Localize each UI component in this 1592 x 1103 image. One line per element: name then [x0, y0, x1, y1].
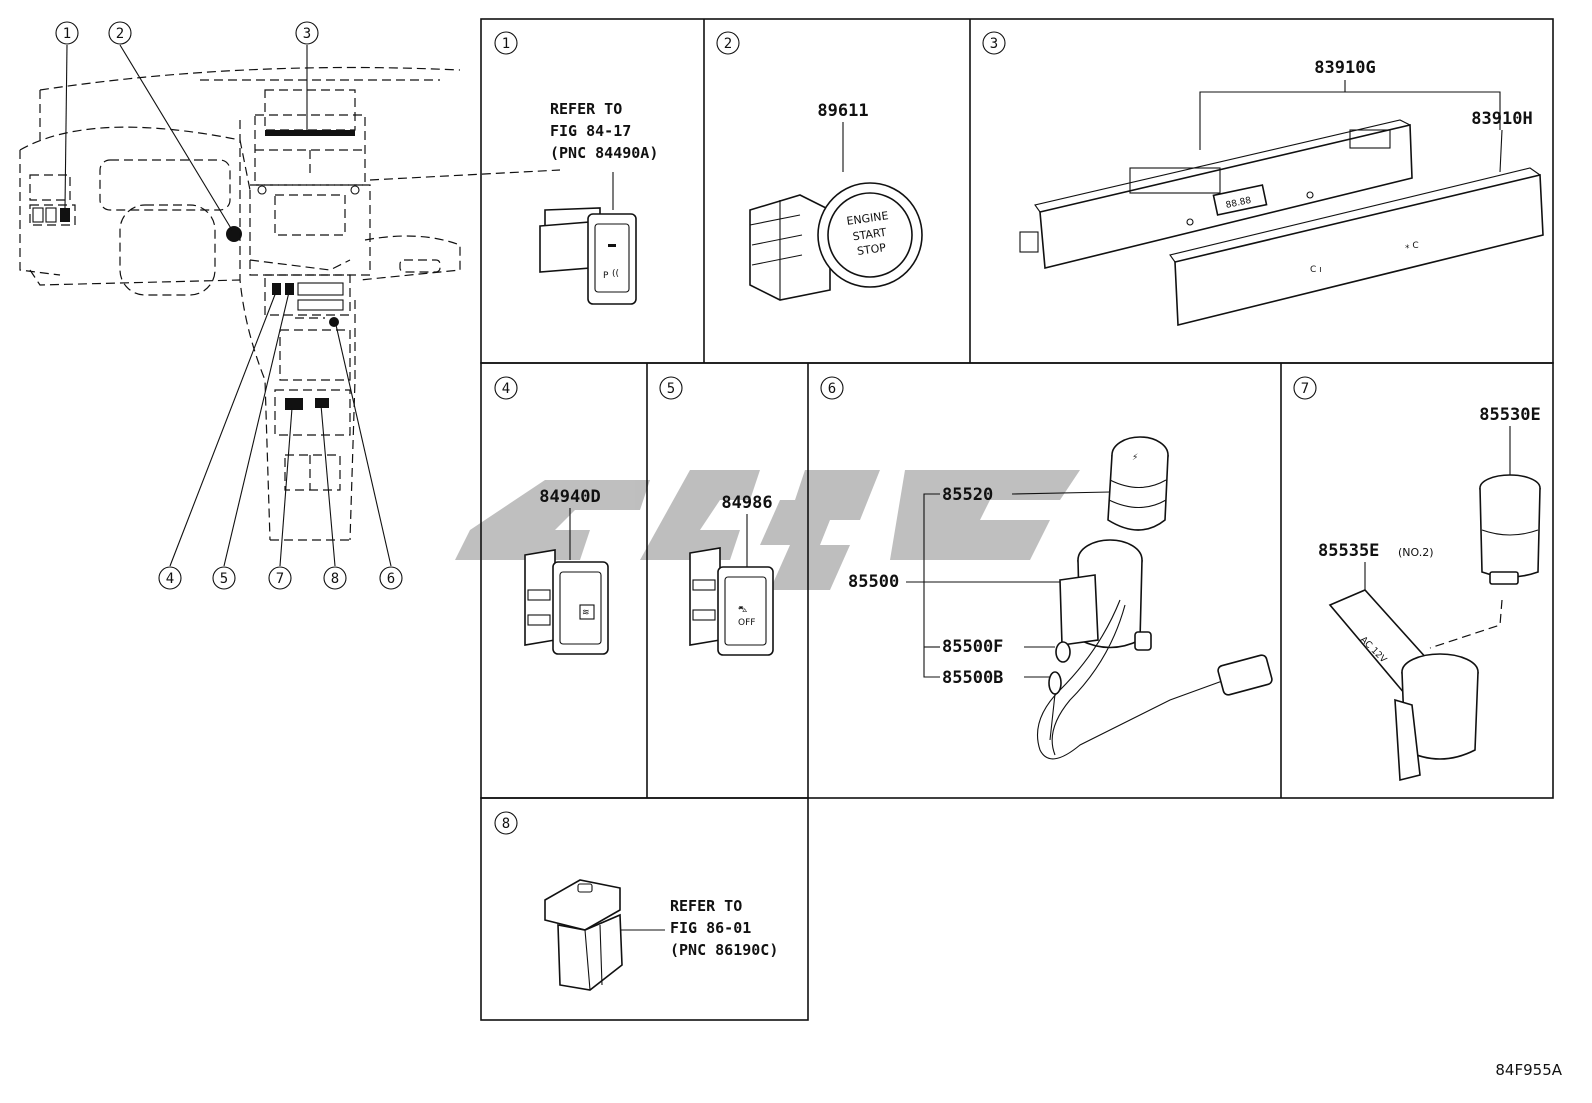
svg-text:84986: 84986	[721, 493, 772, 513]
cigarette-lighter-drawing: ⚡	[1107, 436, 1169, 531]
svg-text:4: 4	[166, 571, 174, 587]
overview-dashboard	[19, 66, 561, 541]
overview-callouts: 1 2 3 4 5 7 8 6	[55, 21, 403, 590]
parking-switch-drawing: P ((	[539, 207, 637, 305]
panel-2-number: 2	[716, 31, 740, 55]
panel-5-number: 5	[659, 376, 683, 400]
panel-1: REFER TO FIG 84-17 (PNC 84490A) P ((	[539, 100, 658, 305]
panel-4-number: 4	[494, 376, 518, 400]
svg-text:8: 8	[502, 816, 510, 832]
svg-text:85500F: 85500F	[942, 637, 1003, 657]
svg-text:3: 3	[303, 26, 311, 42]
svg-text:REFER TO: REFER TO	[550, 100, 622, 118]
svg-text:84940D: 84940D	[539, 487, 600, 507]
overview-leaders	[64, 44, 392, 567]
svg-text:≋: ≋	[582, 608, 590, 618]
svg-text:85500: 85500	[848, 572, 899, 592]
panel-2: 89611 ENGINE START STOP	[749, 101, 923, 301]
svg-text:6: 6	[387, 571, 395, 587]
svg-text:85530E: 85530E	[1479, 405, 1540, 425]
svg-text:(NO.2): (NO.2)	[1398, 546, 1434, 559]
svg-text:89611: 89611	[817, 101, 868, 121]
svg-text:5: 5	[667, 381, 675, 397]
callout-4: 4	[158, 566, 182, 590]
panel-numbers: 1 2 3 4 5 6 7 8	[494, 31, 1317, 835]
svg-text:5: 5	[220, 571, 228, 587]
svg-text:85535E: 85535E	[1318, 541, 1379, 561]
svg-text:8: 8	[331, 571, 339, 587]
panel-grid	[480, 18, 1554, 1021]
svg-text:4: 4	[502, 381, 510, 397]
svg-text:START: START	[852, 226, 888, 244]
svg-text:2: 2	[724, 36, 732, 52]
watermark-logo	[455, 470, 1080, 590]
callout-2: 2	[108, 21, 132, 45]
svg-text:STOP: STOP	[856, 241, 887, 258]
power-outlet-drawing	[1479, 474, 1541, 585]
svg-text:(PNC 86190C): (PNC 86190C)	[670, 941, 778, 959]
svg-text:((: ((	[612, 269, 619, 279]
svg-text:C ı: C ı	[1310, 265, 1322, 275]
panel-5: 84986 ⛍ OFF	[689, 493, 774, 656]
lighter-socket-drawing	[1036, 539, 1273, 760]
svg-text:FIG 86-01: FIG 86-01	[670, 919, 751, 937]
seat-heater-switch-drawing: ≋	[524, 549, 609, 655]
svg-text:P: P	[603, 271, 609, 281]
svg-text:⁎ C: ⁎ C	[1405, 241, 1419, 251]
outlet-socket-cover-drawing: AC 12V	[1328, 589, 1479, 782]
svg-text:85520: 85520	[942, 485, 993, 505]
svg-text:7: 7	[1301, 381, 1309, 397]
panel-7: 85530E 85535E (NO.2) AC 12V	[1318, 405, 1541, 782]
panel-4: 84940D ≋	[524, 487, 609, 655]
panel-8-number: 8	[494, 811, 518, 835]
svg-text:83910H: 83910H	[1471, 109, 1532, 129]
switch-drawing-8	[544, 879, 623, 991]
callout-8: 8	[323, 566, 347, 590]
callout-3: 3	[295, 21, 319, 45]
svg-text:⚡: ⚡	[1132, 453, 1138, 463]
figure-code: 84F955A	[1495, 1061, 1562, 1079]
panel-3-number: 3	[982, 31, 1006, 55]
svg-text:7: 7	[276, 571, 284, 587]
callout-6: 6	[379, 566, 403, 590]
svg-text:6: 6	[828, 381, 836, 397]
panel-6: 85520 85500 85500F 85500B ⚡	[848, 436, 1273, 760]
panel-3: 83910G 83910H 88.88 C ı ⁎ C	[1019, 58, 1544, 327]
svg-text:3: 3	[990, 36, 998, 52]
svg-text:2: 2	[116, 26, 124, 42]
svg-text:FIG 84-17: FIG 84-17	[550, 122, 631, 140]
svg-text:⛍: ⛍	[738, 605, 747, 615]
climate-panel-upper-drawing: 88.88	[1019, 119, 1413, 269]
panel-8: REFER TO FIG 86-01 (PNC 86190C)	[544, 879, 778, 991]
callout-5: 5	[212, 566, 236, 590]
panel-7-number: 7	[1293, 376, 1317, 400]
svg-text:REFER TO: REFER TO	[670, 897, 742, 915]
climate-panel-lower-drawing: C ı ⁎ C	[1169, 167, 1544, 327]
svg-text:1: 1	[63, 26, 71, 42]
callout-7: 7	[268, 566, 292, 590]
panel-1-number: 1	[494, 31, 518, 55]
panel-6-number: 6	[820, 376, 844, 400]
svg-text:83910G: 83910G	[1314, 58, 1375, 78]
engine-start-button-drawing: ENGINE START STOP	[749, 182, 923, 301]
callout-1: 1	[55, 21, 79, 45]
svg-text:85500B: 85500B	[942, 668, 1003, 688]
svg-text:1: 1	[502, 36, 510, 52]
svg-text:(PNC 84490A): (PNC 84490A)	[550, 144, 658, 162]
svg-text:ENGINE: ENGINE	[846, 209, 890, 228]
svg-text:OFF: OFF	[738, 618, 755, 628]
vsc-off-switch-drawing: ⛍ OFF	[689, 547, 774, 656]
